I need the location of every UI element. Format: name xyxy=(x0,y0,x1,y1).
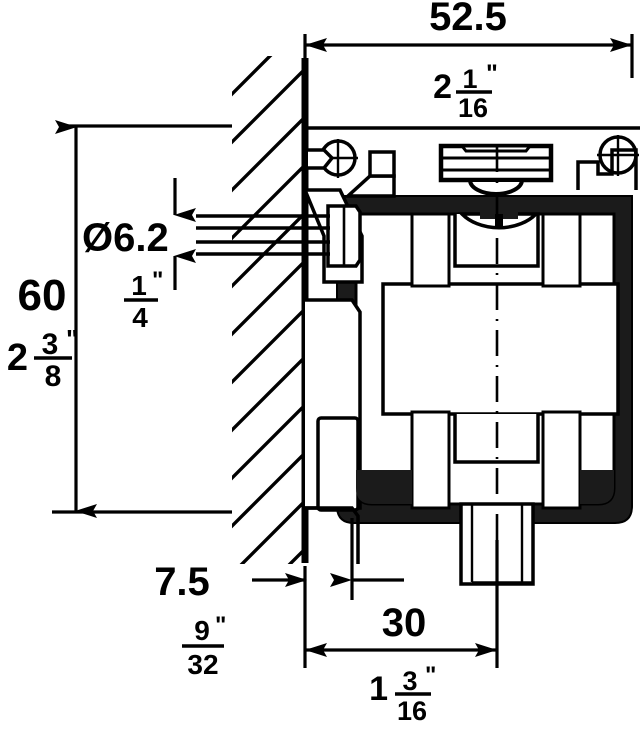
dim-label-wall-metric: 7.5 xyxy=(154,560,210,604)
dim-label-width-metric: 52.5 xyxy=(429,0,507,39)
dim-label-dowel-imperial-denominator: 4 xyxy=(132,302,148,333)
fillet-bottom-right xyxy=(580,470,614,504)
dim-label-height-metric: 60 xyxy=(18,271,67,320)
dim-label-dowel-metric: Ø6.2 xyxy=(82,216,169,260)
dim-label-depth-imperial-whole: 1 xyxy=(369,670,388,708)
bracket-window-lower xyxy=(316,416,360,512)
bracket-post xyxy=(368,150,396,178)
dim-label-height-imperial-whole: 2 xyxy=(7,337,28,379)
dim-label-wall-imperial-denominator: 32 xyxy=(187,649,218,680)
dim-label-depth-metric: 30 xyxy=(382,601,427,645)
dimension-depth-offset: 30 1 3 " 16 xyxy=(303,540,499,726)
screw-shank-left xyxy=(308,148,335,170)
dim-label-depth-imperial-denominator: 16 xyxy=(397,696,427,726)
dim-label-width-imperial-numerator: 1 xyxy=(462,64,477,94)
guide-rib-right-upper xyxy=(541,212,582,288)
mounting-notch-right xyxy=(576,148,638,190)
dim-label-width-imperial-denominator: 16 xyxy=(458,93,488,123)
dim-label-height-imperial-denominator: 8 xyxy=(45,360,62,393)
dim-label-wall-imperial-unit: " xyxy=(215,612,226,639)
dim-label-width-imperial-unit: " xyxy=(486,60,498,88)
dim-label-dowel-imperial-unit: " xyxy=(152,267,163,294)
dim-label-depth-imperial-unit: " xyxy=(425,662,436,689)
dim-label-width-imperial-whole: 2 xyxy=(433,68,452,106)
bracket-foot xyxy=(305,506,360,564)
wall-section-hatching xyxy=(232,56,308,564)
dim-label-depth-imperial-numerator: 3 xyxy=(402,666,417,696)
dimension-dowel-diameter: Ø6.2 1 " 4 xyxy=(82,178,196,333)
cam-pivot-dot xyxy=(495,214,503,226)
guide-rib-left-lower xyxy=(410,410,451,510)
dimension-overall-width: 52.5 2 1 " 16 xyxy=(303,0,634,123)
dimension-wall-thickness: 7.5 9 " 32 xyxy=(154,518,404,680)
hinge-assembly xyxy=(196,126,640,600)
dowel-extension-lines xyxy=(196,214,330,256)
dim-label-dowel-imperial-numerator: 1 xyxy=(131,270,147,301)
bracket-ramp xyxy=(343,174,396,198)
cam-body xyxy=(381,282,620,416)
guide-rib-right-lower xyxy=(541,410,582,510)
dim-label-height-imperial-unit: " xyxy=(66,324,78,354)
dim-label-height-imperial-numerator: 3 xyxy=(42,328,59,361)
fillet-bottom-left xyxy=(356,470,412,504)
dim-label-wall-imperial-numerator: 9 xyxy=(194,615,210,646)
guide-rib-left-upper xyxy=(410,212,451,288)
dimension-overall-height: 60 2 3 " 8 xyxy=(7,120,232,518)
